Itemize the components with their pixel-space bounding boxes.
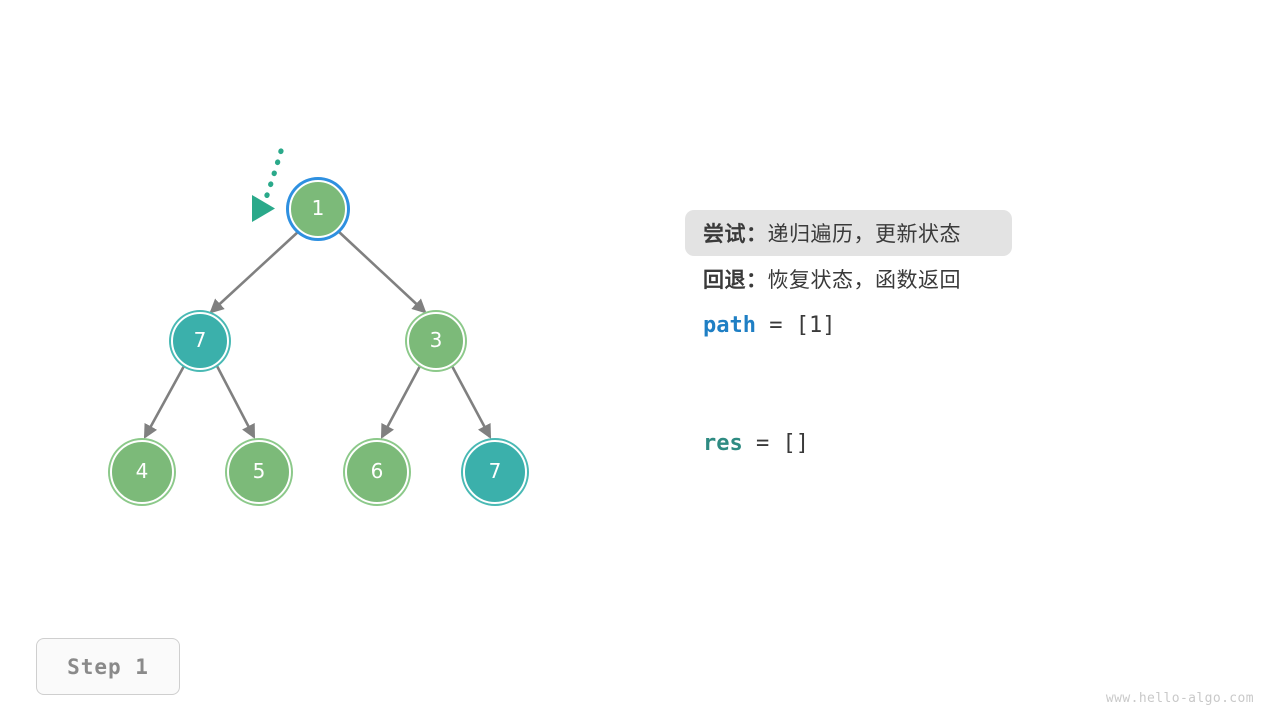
res-assign-operator: = [742, 430, 783, 456]
edge-7-to-4 [143, 365, 186, 439]
backtrack-line-row: 回退：恢复状态，函数返回 [685, 256, 1205, 302]
tree-node-7-left-value: 7 [193, 328, 207, 352]
step-badge: Step 1 [36, 638, 180, 695]
tree-node-4[interactable]: 4 [110, 440, 174, 504]
panel-spacer [685, 348, 1205, 420]
tree-node-6-value: 6 [370, 459, 384, 483]
try-line-text: 尝试：递归遍历，更新状态 [703, 218, 961, 248]
recursion-pointer-icon [252, 148, 284, 222]
tree-node-4-value: 4 [135, 459, 149, 483]
try-line-label: 尝试： [703, 222, 768, 246]
backtrack-line-text: 回退：恢复状态，函数返回 [703, 264, 961, 294]
backtrack-line-desc: 恢复状态，函数返回 [767, 268, 961, 292]
backtrack-line-label: 回退： [703, 268, 768, 292]
tree-node-3-value: 3 [429, 328, 443, 352]
tree-node-7-left[interactable]: 7 [171, 312, 229, 370]
edge-1-to-7 [209, 230, 300, 314]
tree-node-1-value: 1 [311, 196, 325, 220]
watermark: www.hello-algo.com [1105, 691, 1254, 706]
tree-nodes: 1 7 3 4 5 6 7 [110, 180, 527, 504]
tree-node-7-right[interactable]: 7 [463, 440, 527, 504]
tree-node-3[interactable]: 3 [407, 312, 465, 370]
tree-node-1[interactable]: 1 [289, 180, 347, 238]
tree-node-5[interactable]: 5 [227, 440, 291, 504]
edge-7-to-5 [215, 365, 256, 439]
explanation-panel: 尝试：递归遍历，更新状态 回退：恢复状态，函数返回 path = [1] res… [685, 210, 1205, 466]
try-line-row: 尝试：递归遍历，更新状态 [685, 210, 1012, 256]
tree-edges [143, 230, 492, 439]
path-variable-name: path [703, 312, 756, 338]
path-state-row: path = [1] [685, 302, 1205, 348]
tree-node-7-right-value: 7 [488, 459, 502, 483]
edge-1-to-3 [337, 230, 427, 314]
path-assign-operator: = [755, 312, 796, 338]
res-state-row: res = [] [685, 420, 1205, 466]
edge-3-to-7 [450, 365, 492, 439]
try-line-desc: 递归遍历，更新状态 [767, 222, 961, 246]
res-variable-name: res [703, 430, 743, 456]
res-variable-value: [] [782, 430, 810, 456]
tree-node-6[interactable]: 6 [345, 440, 409, 504]
tree-node-5-value: 5 [252, 459, 266, 483]
step-badge-label: Step 1 [67, 654, 149, 679]
path-variable-value: [1] [795, 312, 836, 338]
edge-3-to-6 [380, 365, 422, 439]
